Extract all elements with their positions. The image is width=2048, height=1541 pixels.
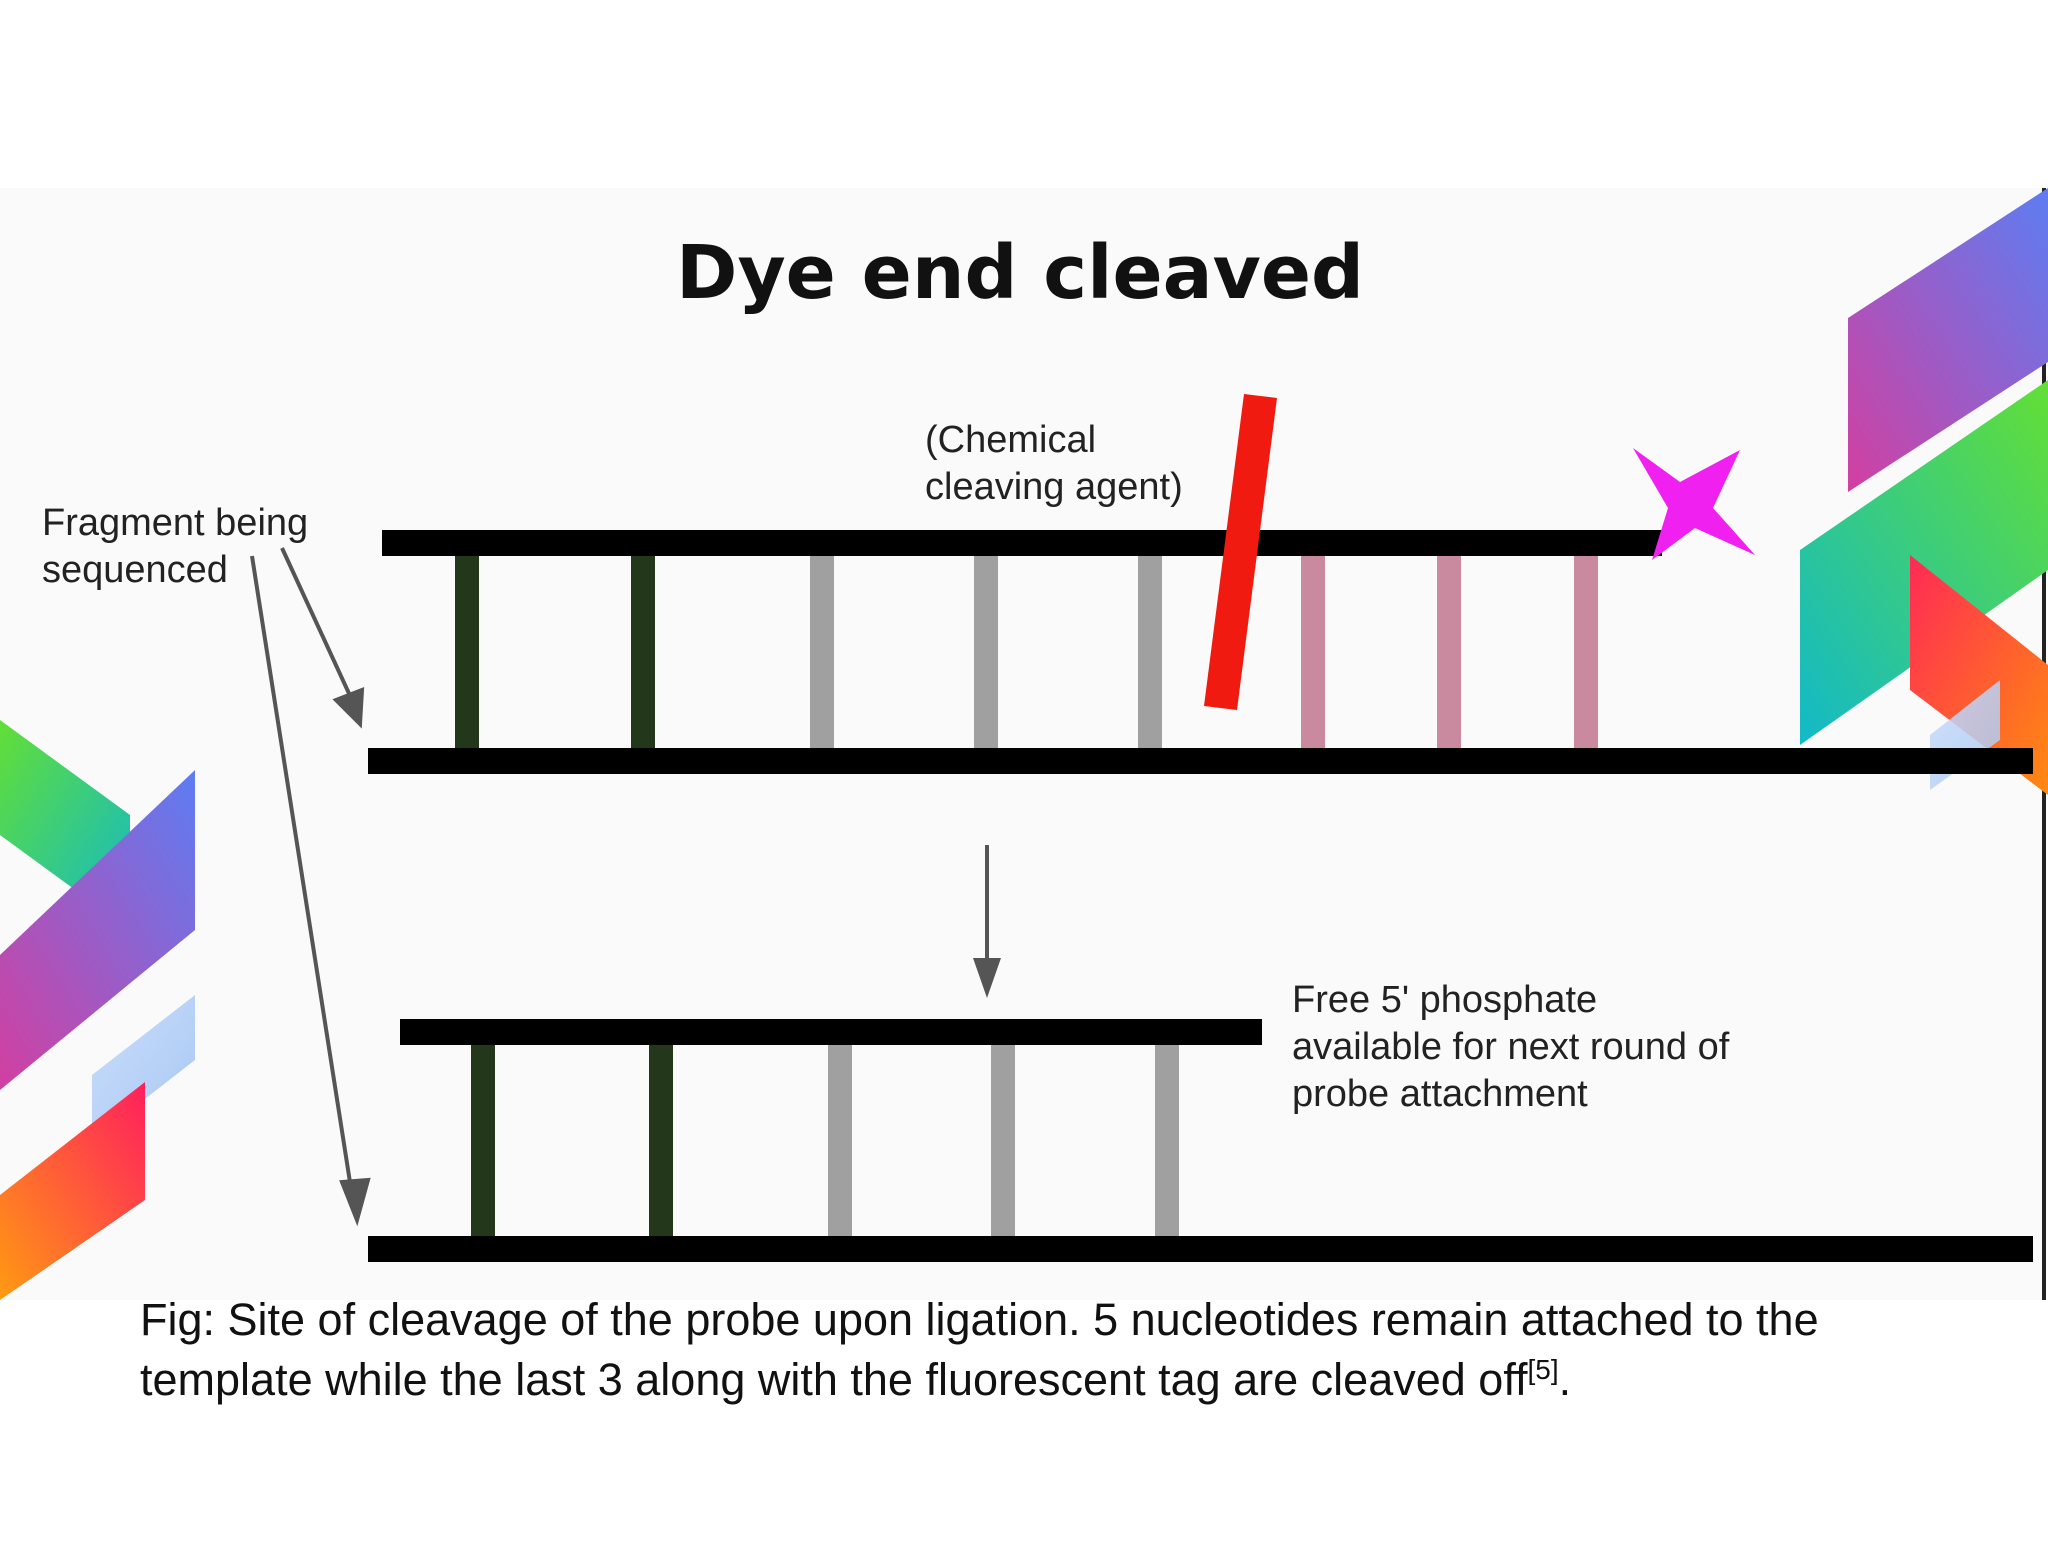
bottom-nucleotide-5 <box>1155 1042 1179 1240</box>
cleaving-agent-bar <box>1204 394 1277 710</box>
chemical-agent-label: (Chemical cleaving agent) <box>925 419 1183 508</box>
fluorescent-tag-star <box>1633 448 1755 560</box>
fragment-line-2: sequenced <box>42 549 228 591</box>
top-nucleotide-7 <box>1437 552 1461 752</box>
caption-text: Fig: Site of cleavage of the probe upon … <box>140 1294 1819 1405</box>
fragment-arrows <box>250 547 371 1227</box>
top-nucleotide-1 <box>455 552 479 752</box>
decor-right <box>1800 188 2048 795</box>
top-probe-backbone <box>382 530 1662 556</box>
chemical-agent-line-2: cleaving agent) <box>925 466 1183 508</box>
decor-orange-left <box>0 1082 145 1300</box>
caption-reference: [5] <box>1527 1354 1559 1385</box>
decor-purple-left <box>0 770 195 1090</box>
bottom-nucleotide-4 <box>991 1042 1015 1240</box>
diagram-title: Dye end cleaved <box>676 230 1364 316</box>
fragment-arrow-top-head <box>332 687 365 729</box>
top-nucleotide-8 <box>1574 552 1598 752</box>
bottom-template-backbone <box>368 1236 2033 1262</box>
step-down-arrow-head <box>973 958 1001 998</box>
chemical-agent-line-1: (Chemical <box>925 419 1096 461</box>
top-nucleotide-4 <box>974 552 998 752</box>
decor-purple-right <box>1848 188 2048 492</box>
decor-left <box>0 720 195 1300</box>
screenshot-panel <box>0 188 2045 1300</box>
top-template-backbone <box>368 748 2033 774</box>
free-phosphate-line-2: available for next round of <box>1292 1026 1730 1068</box>
fragment-label: Fragment being sequenced <box>42 502 319 591</box>
bottom-probe-backbone <box>400 1019 1262 1045</box>
top-probe-rungs <box>455 552 1598 752</box>
figure-caption: Fig: Site of cleavage of the probe upon … <box>140 1290 1980 1410</box>
top-nucleotide-6 <box>1301 552 1325 752</box>
fragment-arrow-top-line <box>280 547 354 701</box>
fragment-line-1: Fragment being <box>42 502 308 544</box>
bottom-nucleotide-3 <box>828 1042 852 1240</box>
top-nucleotide-3 <box>810 552 834 752</box>
step-down-arrow <box>973 845 1001 998</box>
decor-orange-right <box>1910 555 2048 795</box>
fragment-arrow-bottom-line <box>250 555 354 1196</box>
bottom-nucleotide-1 <box>471 1042 495 1240</box>
fragment-arrow-bottom-head <box>339 1177 371 1227</box>
top-nucleotide-2 <box>631 552 655 752</box>
bottom-probe-rungs <box>471 1042 1179 1240</box>
decor-green-right <box>1800 380 2048 745</box>
free-phosphate-line-3: probe attachment <box>1292 1073 1588 1115</box>
top-nucleotide-5 <box>1138 552 1162 752</box>
free-phosphate-label: Free 5' phosphate available for next rou… <box>1292 979 1740 1115</box>
bottom-nucleotide-2 <box>649 1042 673 1240</box>
free-phosphate-line-1: Free 5' phosphate <box>1292 979 1597 1021</box>
caption-end: . <box>1558 1354 1572 1405</box>
